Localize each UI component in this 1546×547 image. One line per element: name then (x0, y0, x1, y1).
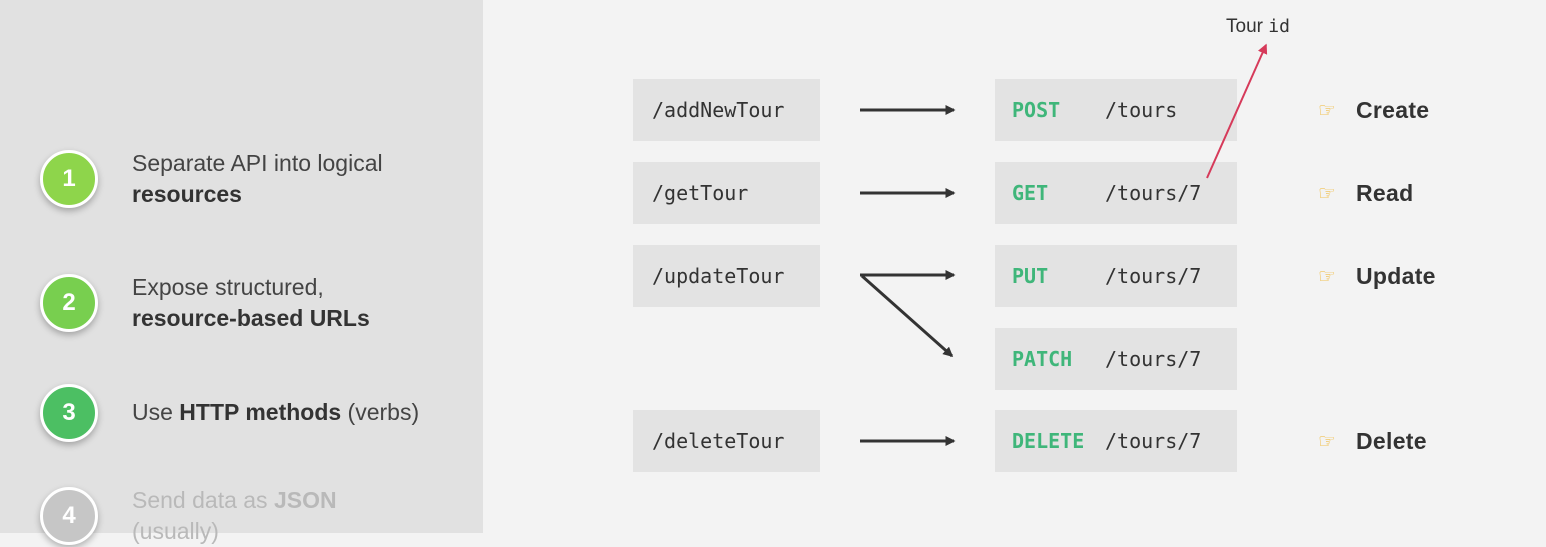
tour-id-pointer-arrow (1206, 43, 1268, 179)
pointing-hand-icon: ☞ (1318, 99, 1337, 122)
old-endpoint-box: /addNewTour (633, 79, 820, 141)
old-endpoint-box: /getTour (633, 162, 820, 224)
step-text-bold: resources (132, 181, 242, 207)
crud-label-read: ☞ Read (1318, 178, 1413, 208)
step-text-line: Use (132, 399, 180, 425)
endpoint-path: /tours/7 (1105, 429, 1202, 453)
crud-label-text: Update (1356, 262, 1436, 289)
annotation-mono-text: id (1268, 16, 1290, 37)
step-number-badge: 3 (40, 384, 98, 442)
old-endpoint-label: /getTour (652, 181, 749, 205)
rest-endpoint-box: PUT/tours/7 (995, 245, 1237, 307)
annotation-text: Tour (1226, 16, 1269, 37)
http-verb: PUT (1012, 264, 1049, 288)
endpoint-path: /tours (1105, 98, 1178, 122)
rest-endpoint-box: GET/tours/7 (995, 162, 1237, 224)
crud-label-update: ☞ Update (1318, 261, 1436, 291)
step-text-line: Expose structured, (132, 274, 324, 300)
old-endpoint-box: /updateTour (633, 245, 820, 307)
rest-endpoint-box: POST/tours (995, 79, 1237, 141)
step-text-line: Send data as (132, 487, 274, 513)
http-verb: POST (1012, 98, 1061, 122)
crud-label-create: ☞ Create (1318, 95, 1429, 125)
step-number-badge: 2 (40, 274, 98, 332)
old-endpoint-label: /updateTour (652, 264, 785, 288)
step-text-bold: resource-based URLs (132, 305, 370, 331)
crud-label-text: Create (1356, 96, 1430, 123)
step-text-line: (verbs) (341, 399, 420, 425)
endpoint-path: /tours/7 (1105, 264, 1202, 288)
pointing-hand-icon: ☞ (1318, 182, 1337, 205)
http-verb: PATCH (1012, 347, 1073, 371)
arrows-layer (860, 43, 1268, 446)
old-endpoint-label: /addNewTour (652, 98, 785, 122)
http-verb: DELETE (1012, 429, 1085, 453)
step-text: Use HTTP methods (verbs) (132, 397, 452, 428)
step-text-line: Separate API into logical (132, 150, 383, 176)
tour-id-annotation: Tour id (1226, 16, 1290, 38)
old-endpoint-box: /deleteTour (633, 410, 820, 472)
step-text: Expose structured, resource-based URLs (132, 272, 452, 334)
old-endpoint-label: /deleteTour (652, 429, 785, 453)
http-verb: GET (1012, 181, 1049, 205)
step-number-badge: 1 (40, 150, 98, 208)
rest-endpoint-box: PATCH/tours/7 (995, 328, 1237, 390)
step-text-bold: HTTP methods (179, 399, 342, 425)
step-text-bold: JSON (273, 487, 337, 513)
rest-endpoint-box: DELETE/tours/7 (995, 410, 1237, 472)
arrow (861, 274, 954, 358)
crud-label-delete: ☞ Delete (1318, 426, 1427, 456)
crud-label-text: Delete (1356, 427, 1427, 454)
left-panel: 1 Separate API into logical resources 2 … (0, 0, 483, 545)
step-text: Separate API into logical resources (132, 148, 452, 210)
crud-label-text: Read (1356, 179, 1414, 206)
endpoint-path: /tours/7 (1105, 347, 1202, 371)
endpoint-path: /tours/7 (1105, 181, 1202, 205)
pointing-hand-icon: ☞ (1318, 430, 1337, 453)
pointing-hand-icon: ☞ (1318, 265, 1337, 288)
